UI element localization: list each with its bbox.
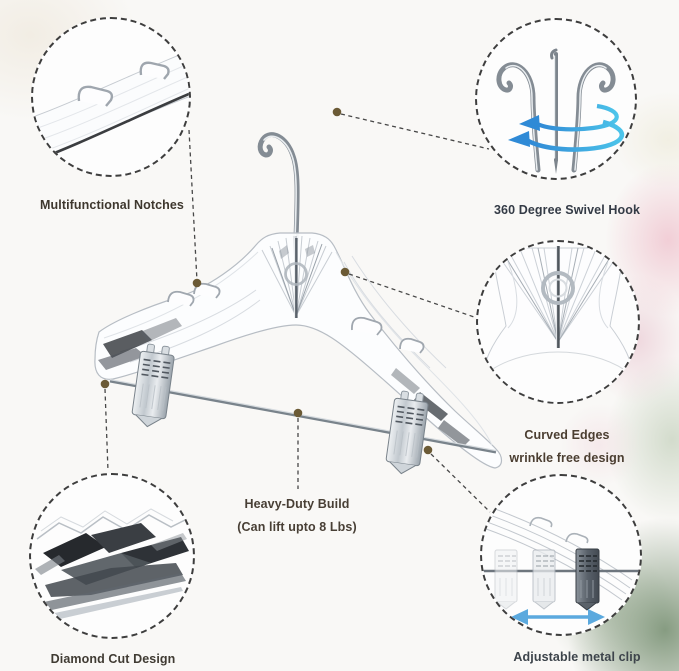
curved-edges-circle: [476, 240, 640, 404]
notch-detail-icon: [33, 50, 189, 164]
label-adjustable-metal-clip: Adjustable metal clip: [513, 650, 641, 664]
ghost-clip-2: [532, 549, 556, 610]
label-heavy-duty-line1: Heavy-Duty Build: [244, 497, 350, 511]
swivel-hook-circle: [475, 18, 637, 180]
hanger-body: [94, 232, 503, 469]
label-multifunctional-notches: Multifunctional Notches: [40, 198, 184, 212]
label-diamond-cut-design: Diamond Cut Design: [50, 652, 176, 666]
notch-tabs: [167, 282, 425, 354]
label-curved-edges-line1: Curved Edges: [524, 428, 610, 442]
slide-arrow-icon: [511, 609, 605, 625]
swivel-hook-icon: [496, 48, 625, 174]
adjustable-clip-circle: [480, 474, 642, 636]
metal-clip-left: [131, 343, 175, 428]
label-curved-edges: Curved Edges wrinkle free design: [487, 424, 647, 470]
trouser-bar: [109, 379, 497, 454]
rotation-arrows-icon: [523, 103, 625, 152]
notch-detail-circle: [31, 17, 191, 177]
metal-clip-detail-icon: [482, 503, 640, 625]
metal-clip-right: [385, 390, 429, 475]
label-heavy-duty-line2: (Can lift upto 8 Lbs): [237, 520, 357, 534]
solid-clip: [575, 548, 600, 611]
label-heavy-duty-build: Heavy-Duty Build (Can lift upto 8 Lbs): [217, 493, 377, 539]
dashed-connector-lines: [104, 113, 491, 513]
diamond-cut-icon: [35, 508, 192, 621]
hanger-hook-icon: [257, 132, 300, 243]
diamond-cut-circle: [29, 473, 195, 639]
label-360-swivel-hook: 360 Degree Swivel Hook: [493, 203, 641, 217]
curved-edges-icon: [478, 246, 638, 402]
label-curved-edges-line2: wrinkle free design: [509, 451, 625, 465]
callout-dots: [100, 107, 433, 455]
ghost-clip-1: [494, 549, 518, 610]
